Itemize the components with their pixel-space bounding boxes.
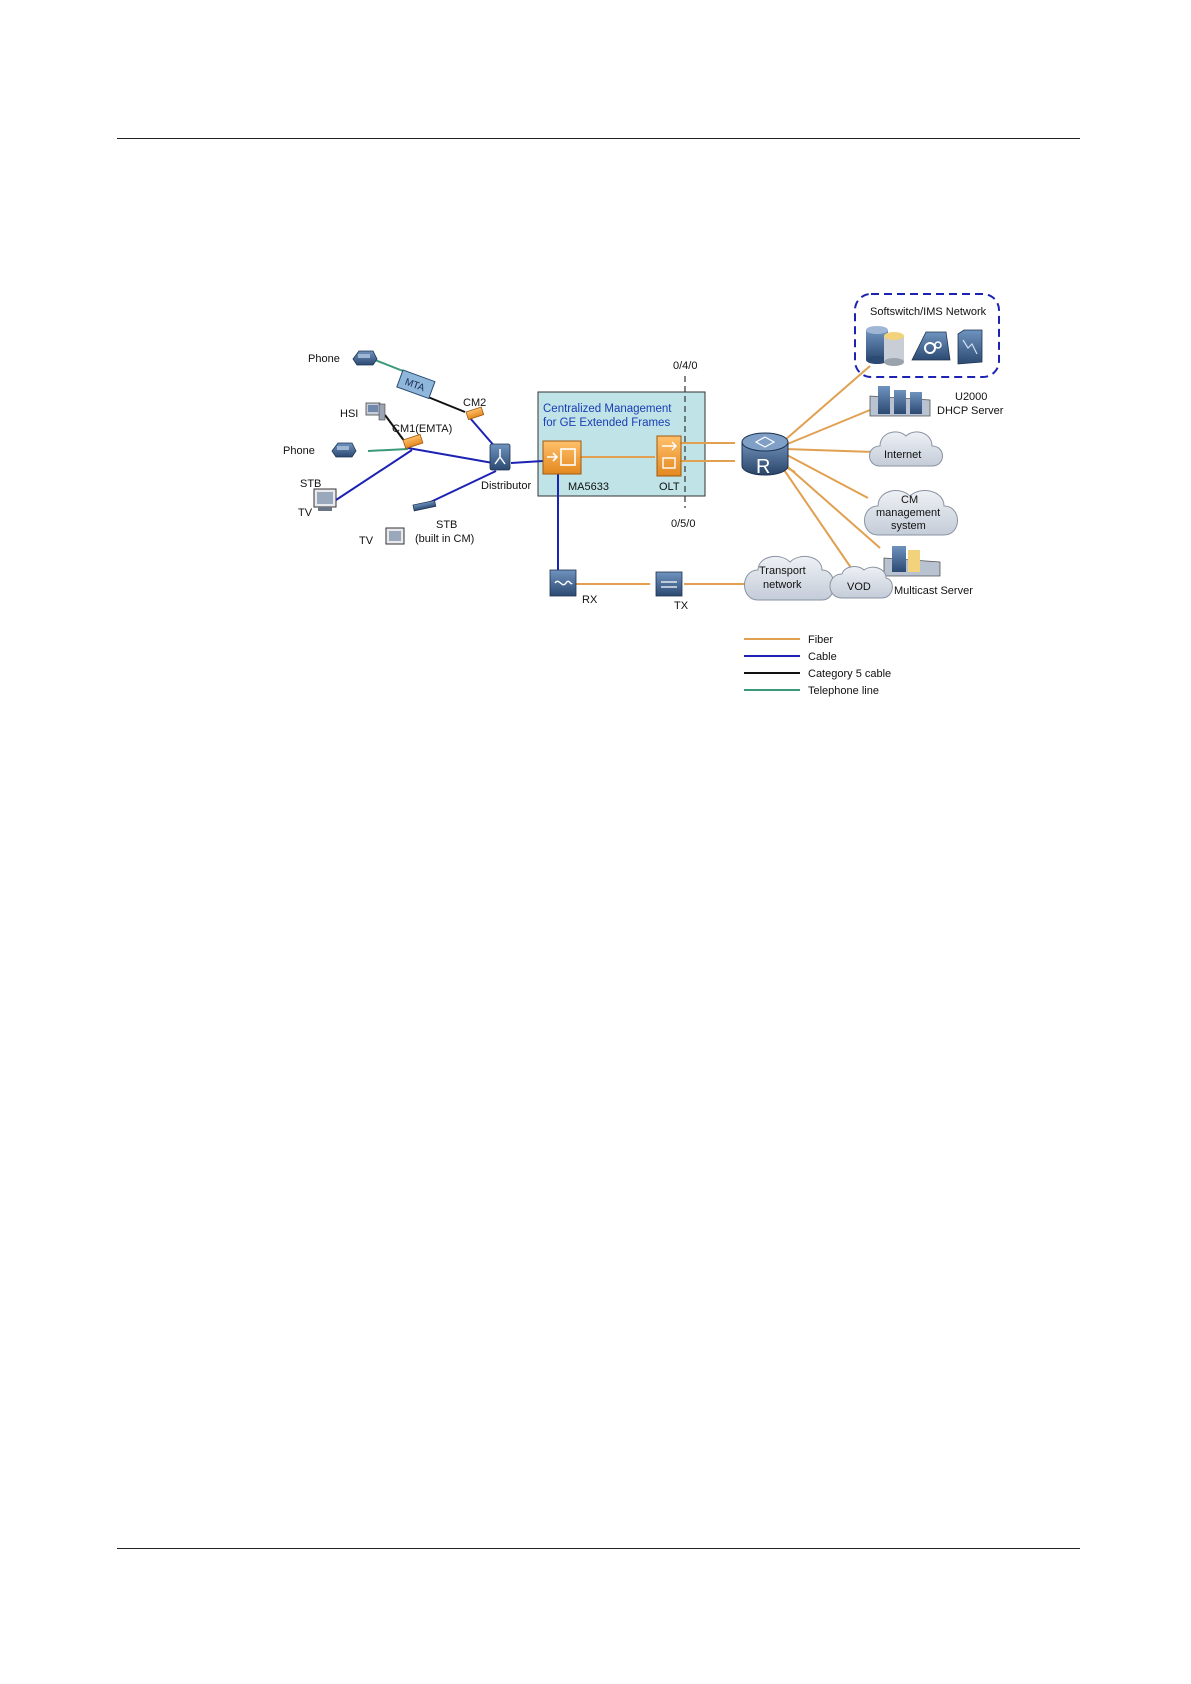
computer-icon bbox=[365, 402, 386, 421]
distributor-label: Distributor bbox=[481, 480, 531, 492]
hsi-label: HSI bbox=[340, 408, 358, 420]
footer-rule bbox=[117, 1548, 1080, 1549]
transmitter-icon bbox=[655, 571, 683, 597]
tv-icon bbox=[385, 527, 405, 545]
server-icon bbox=[869, 386, 931, 417]
tv-left-label: TV bbox=[298, 507, 313, 519]
telephone-links bbox=[367, 359, 409, 452]
cloud-icon bbox=[829, 566, 893, 599]
legend-label-cable: Cable bbox=[808, 651, 837, 663]
legend-label-cat5: Category 5 cable bbox=[808, 668, 891, 680]
cat5-links bbox=[384, 394, 466, 447]
cloud-icon bbox=[864, 490, 958, 536]
server-icon bbox=[911, 331, 951, 361]
stb-cm-label-line1: STB bbox=[436, 519, 457, 531]
cm-mgmt-label-line1: CM bbox=[901, 494, 918, 506]
legend: Fiber Cable Category 5 cable Telephone l… bbox=[744, 634, 891, 697]
port-label-top: 0/4/0 bbox=[673, 360, 697, 372]
vod-label: VOD bbox=[847, 581, 871, 593]
u2000-label-line2: DHCP Server bbox=[937, 405, 1004, 417]
tv-icon bbox=[313, 488, 337, 511]
cm-mgmt-label-line2: management bbox=[876, 507, 940, 519]
cable-links bbox=[335, 417, 559, 570]
u2000-label-line1: U2000 bbox=[955, 391, 987, 403]
database-icon bbox=[866, 326, 904, 366]
receiver-icon bbox=[549, 569, 577, 597]
internet-label: Internet bbox=[884, 449, 921, 461]
cm2-label: CM2 bbox=[463, 397, 486, 409]
softswitch-group bbox=[854, 293, 1000, 378]
modem-icon bbox=[465, 406, 485, 421]
cm-mgmt-label-line3: system bbox=[891, 520, 926, 532]
server-icon bbox=[883, 546, 941, 577]
transport-label-line2: network bbox=[763, 579, 802, 591]
olt-icon bbox=[656, 435, 682, 477]
header-rule bbox=[117, 138, 1080, 139]
stb-cm-label-line2: (built in CM) bbox=[415, 533, 474, 545]
router-icon: R bbox=[741, 432, 789, 478]
box-title-line2: for GE Extended Frames bbox=[543, 417, 670, 429]
onu-icon bbox=[542, 440, 582, 475]
softswitch-label: Softswitch/IMS Network bbox=[870, 306, 987, 318]
multicast-label: Multicast Server bbox=[894, 585, 973, 597]
stb-icon bbox=[412, 499, 437, 512]
mta-icon: MTA bbox=[396, 369, 436, 400]
fiber-links bbox=[575, 365, 881, 585]
router-letter: R bbox=[756, 456, 770, 478]
splitter-icon bbox=[489, 443, 511, 471]
transport-label-line1: Transport bbox=[759, 565, 806, 577]
tx-label: TX bbox=[674, 600, 689, 612]
rx-label: RX bbox=[582, 594, 598, 606]
modem-icon bbox=[402, 433, 424, 450]
legend-label-telephone: Telephone line bbox=[808, 685, 879, 697]
cm1-label: CM1(EMTA) bbox=[392, 423, 452, 435]
olt-label: OLT bbox=[659, 481, 680, 493]
ma5633-label: MA5633 bbox=[568, 481, 609, 493]
box-title-line1: Centralized Management bbox=[543, 403, 672, 415]
phone-top-label: Phone bbox=[308, 353, 340, 365]
server-icon bbox=[957, 329, 983, 365]
stb-label: STB bbox=[300, 478, 321, 490]
legend-label-fiber: Fiber bbox=[808, 634, 833, 646]
cloud-icon bbox=[869, 431, 943, 467]
tv-bottom-label: TV bbox=[359, 535, 374, 547]
port-label-bottom: 0/5/0 bbox=[671, 518, 695, 530]
phone-icon bbox=[352, 350, 378, 366]
phone-mid-label: Phone bbox=[283, 445, 315, 457]
phone-icon bbox=[331, 442, 357, 458]
